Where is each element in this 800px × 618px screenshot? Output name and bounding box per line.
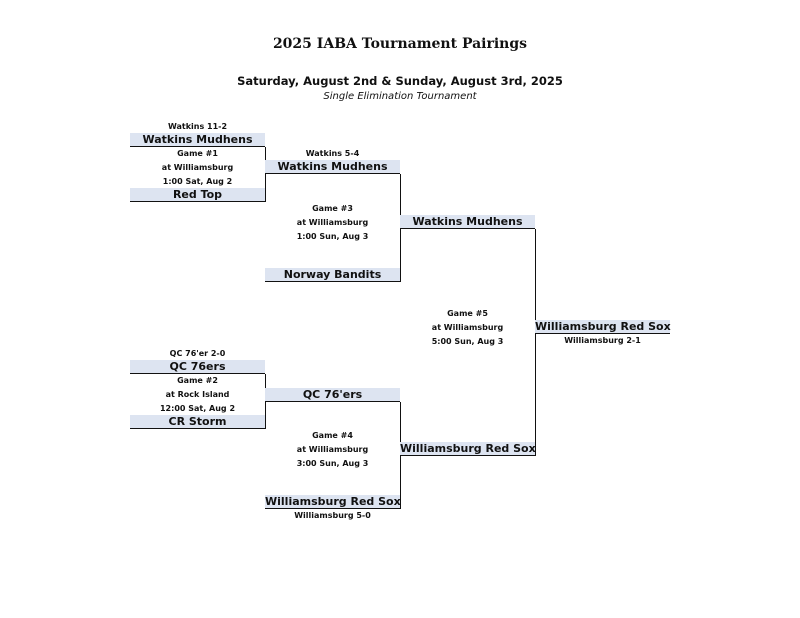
game1-result: Watkins 11-2 xyxy=(167,122,228,131)
game3-team-bottom: Norway Bandits xyxy=(265,268,400,282)
game4-location: at Williamsburg xyxy=(296,445,369,454)
game5-label: Game #5 xyxy=(447,309,488,318)
game2-team-top: QC 76ers xyxy=(130,360,265,374)
game5-team-top: Watkins Mudhens xyxy=(400,215,535,229)
game4-time: 3:00 Sun, Aug 3 xyxy=(296,459,369,468)
champion-team: Williamsburg Red Sox xyxy=(535,320,671,334)
game5-location: at Williamsburg xyxy=(431,323,504,332)
game5-team-bottom: Williamsburg Red Sox xyxy=(400,442,536,456)
game2-location: at Rock Island xyxy=(165,390,230,399)
game1-location: at Williamsburg xyxy=(161,163,234,172)
game2-label: Game #2 xyxy=(177,376,218,385)
game1-time: 1:00 Sat, Aug 2 xyxy=(162,177,233,186)
game2-result: QC 76'er 2-0 xyxy=(169,349,226,358)
game4-label: Game #4 xyxy=(312,431,353,440)
game1-connector xyxy=(265,147,266,202)
game5-time: 5:00 Sun, Aug 3 xyxy=(431,337,504,346)
game1-team-bottom: Red Top xyxy=(130,188,265,202)
game5-connector xyxy=(535,229,536,456)
game3-result: Watkins 5-4 xyxy=(305,149,360,158)
game4-team-bottom: Williamsburg Red Sox xyxy=(265,495,401,509)
game3-time: 1:00 Sun, Aug 3 xyxy=(296,232,369,241)
page-title: 2025 IABA Tournament Pairings xyxy=(272,36,528,52)
game3-location: at Williamsburg xyxy=(296,218,369,227)
game3-label: Game #3 xyxy=(312,204,353,213)
tournament-dates: Saturday, August 2nd & Sunday, August 3r… xyxy=(237,74,563,88)
game1-team-top: Watkins Mudhens xyxy=(130,133,265,147)
tournament-format: Single Elimination Tournament xyxy=(323,91,477,102)
game3-team-top: Watkins Mudhens xyxy=(265,160,400,174)
game4-team-top: QC 76'ers xyxy=(265,388,400,402)
game2-time: 12:00 Sat, Aug 2 xyxy=(159,404,236,413)
game1-label: Game #1 xyxy=(177,149,218,158)
game4-result: Williamsburg 5-0 xyxy=(294,511,371,520)
game2-team-bottom: CR Storm xyxy=(130,415,265,429)
champion-result: Williamsburg 2-1 xyxy=(564,336,641,345)
